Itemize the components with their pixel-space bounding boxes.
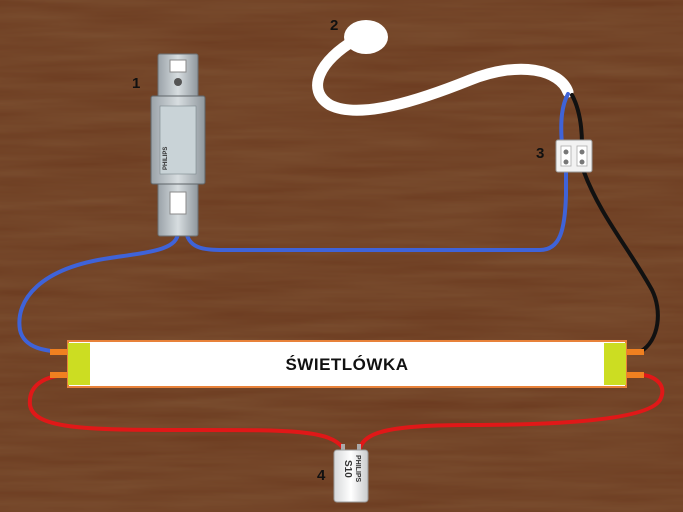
label-2: 2 (330, 17, 338, 34)
tube-body (67, 340, 627, 388)
starter-model: S10 (342, 460, 353, 478)
wire-white (312, 34, 574, 116)
starter-brand: PHILIPS (354, 455, 361, 483)
wire-red-left (27, 373, 345, 450)
wire-red-right (358, 372, 665, 450)
tube-end-left (68, 343, 90, 385)
starter-pin (341, 444, 345, 452)
ballast-sticker (159, 105, 197, 175)
terminal-screw (563, 159, 569, 165)
label-3: 3 (536, 145, 544, 162)
tube-pin (622, 372, 644, 378)
tube-label: ŚWIETLÓWKA (285, 355, 408, 374)
wire-blue-terminal-up (559, 92, 570, 147)
starter-body (333, 449, 369, 503)
starter-pin (357, 444, 361, 452)
ballast-screw (174, 78, 182, 86)
terminal-screw (579, 159, 585, 165)
ballast-brand: PHILIPS (163, 147, 169, 170)
wire-blue-ballast-to-terminal (184, 168, 568, 252)
fluorescent-tube: ŚWIETLÓWKA (50, 340, 644, 388)
terminal-screw (579, 149, 585, 155)
tube-end-right (604, 343, 626, 385)
tube-pin (50, 349, 72, 355)
ballast-connector (169, 191, 187, 215)
tube-pin (50, 372, 72, 378)
label-1: 1 (132, 75, 140, 92)
label-4: 4 (317, 467, 326, 484)
wire-blue-ballast-to-tube (17, 230, 180, 354)
terminal-slot (560, 145, 572, 167)
terminal-block (555, 139, 593, 173)
bulb (344, 20, 388, 54)
tube-pin (622, 349, 644, 355)
ballast-top-clip (169, 59, 187, 73)
terminal-screw (563, 149, 569, 155)
terminal-slot (576, 145, 588, 167)
ballast: PHILIPS (150, 53, 206, 237)
starter: PHILIPS S10 (333, 444, 369, 503)
